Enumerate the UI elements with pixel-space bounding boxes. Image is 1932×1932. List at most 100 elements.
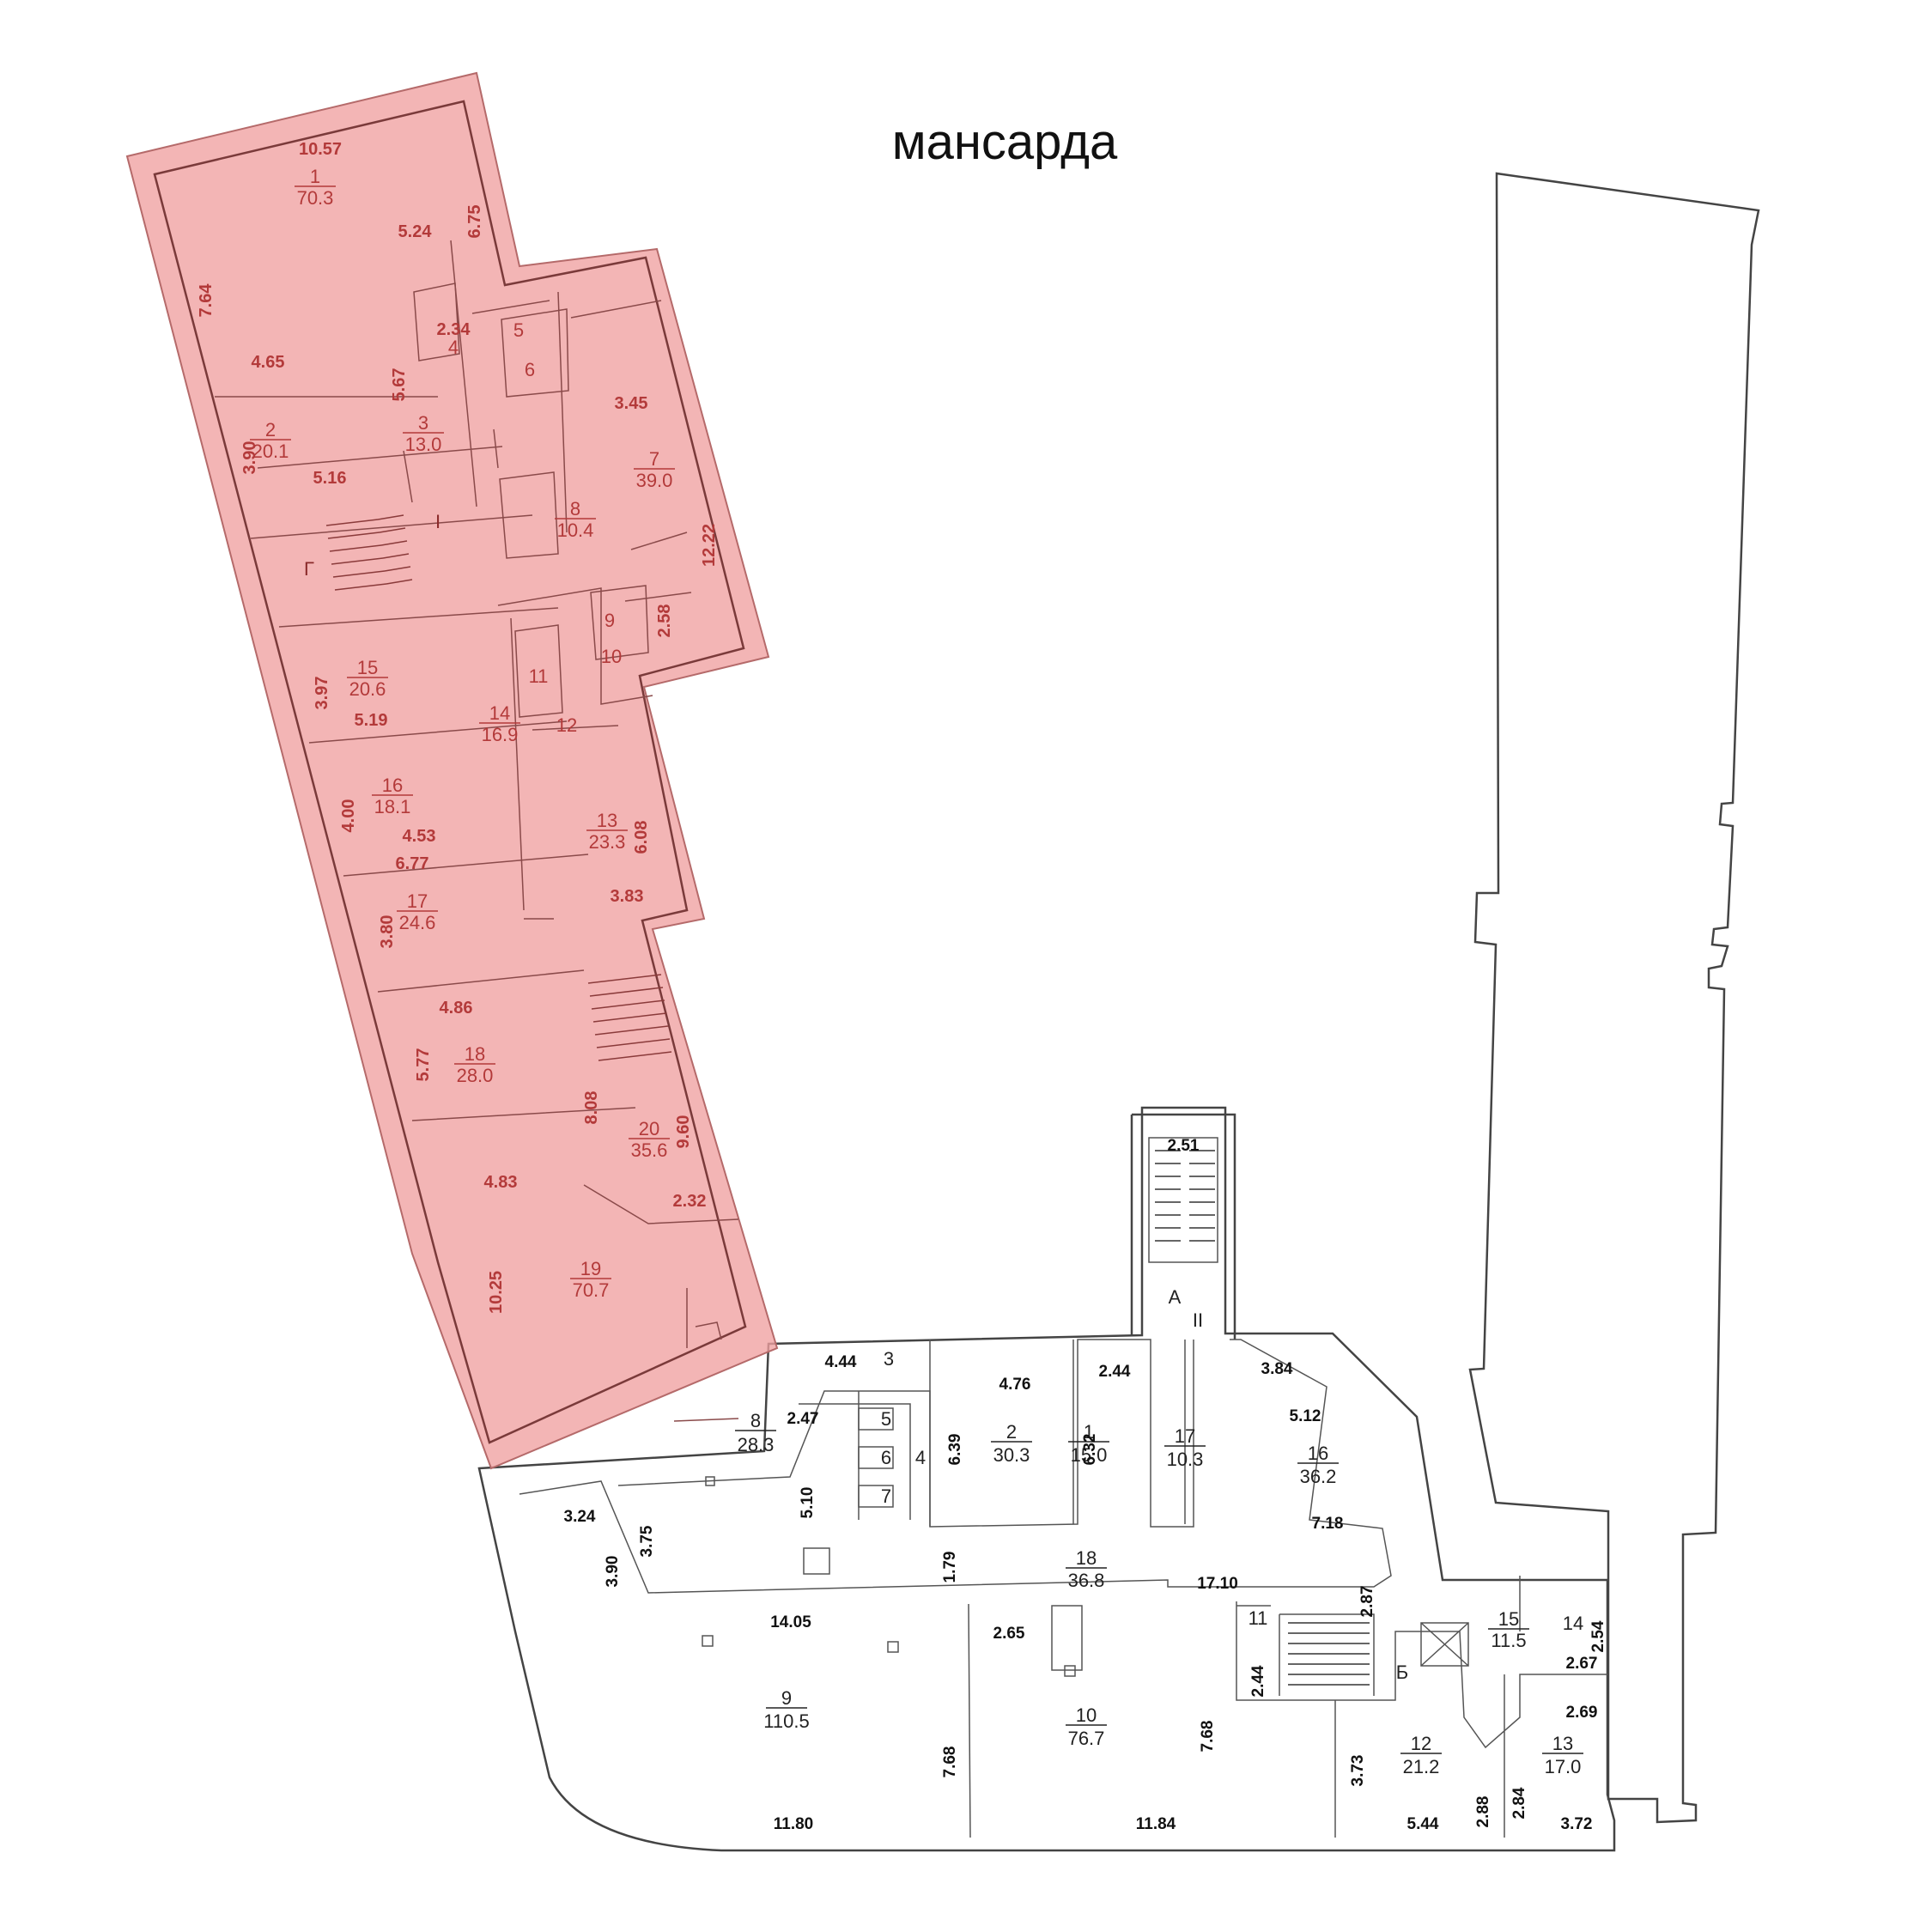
room-11-number: 11 <box>1249 1607 1268 1629</box>
mroom-8-area: 10.4 <box>557 519 594 541</box>
dim-label: 2.44 <box>1249 1665 1267 1697</box>
dim-label: 2.44 <box>1099 1363 1131 1381</box>
mroom-6-number: 6 <box>525 359 535 380</box>
mroom-14-area: 16.9 <box>482 724 519 745</box>
room-4-number: 4 <box>915 1447 926 1468</box>
mroom-4-number: 4 <box>448 337 459 358</box>
dim-label: 17.10 <box>1197 1575 1238 1593</box>
dim-label: 5.24 <box>398 222 433 241</box>
mroom-19-number: 19 <box>580 1258 601 1279</box>
dim-label: 10.25 <box>487 1271 506 1314</box>
dim-label: 2.88 <box>1474 1796 1492 1828</box>
dim-label: 4.83 <box>484 1173 518 1192</box>
mroom-17-area: 24.6 <box>399 912 436 933</box>
dim-label: 5.67 <box>390 368 409 402</box>
mroom-20-number: 20 <box>639 1118 659 1139</box>
room-9-area: 110.5 <box>763 1710 809 1732</box>
dim-label: 10.57 <box>299 140 342 159</box>
lower-floor: 1 15.0 2 30.3 3 4 5 6 7 8 28.3 9 110.5 1… <box>477 1106 1616 1852</box>
room-2-area: 30.3 <box>993 1444 1030 1466</box>
room-15-number: 15 <box>1498 1608 1519 1630</box>
dim-label: 1.79 <box>941 1552 959 1583</box>
dim-label: 6.39 <box>946 1434 964 1466</box>
mroom-15-area: 20.6 <box>349 678 386 700</box>
dim-label: 7.18 <box>1312 1515 1344 1533</box>
stair-a-label: А <box>1169 1286 1182 1308</box>
mroom-2-number: 2 <box>265 419 276 440</box>
room-6-number: 6 <box>881 1447 891 1468</box>
mroom-17-number: 17 <box>407 890 428 912</box>
lower-room-labels: 1 15.0 2 30.3 3 4 5 6 7 8 28.3 9 110.5 1… <box>735 1286 1583 1777</box>
dim-label: 2.58 <box>655 605 674 638</box>
dim-label: 3.24 <box>564 1508 596 1526</box>
dim-label: 3.45 <box>615 394 648 413</box>
dim-label: 2.32 <box>673 1192 707 1211</box>
mroom-3-number: 3 <box>418 412 428 434</box>
mansard-highlight <box>125 71 779 1470</box>
dim-label: 8.08 <box>582 1091 601 1125</box>
dim-label: 7.68 <box>941 1747 959 1778</box>
mroom-14-number: 14 <box>489 702 510 724</box>
dim-label: 3.90 <box>240 441 259 475</box>
dim-label: 4.00 <box>339 799 358 833</box>
mroom-1-area: 70.3 <box>297 187 334 209</box>
dim-label: 5.10 <box>799 1487 817 1519</box>
mroom-16-number: 16 <box>382 775 403 796</box>
dim-label: 4.65 <box>252 353 285 372</box>
dim-label: 12.22 <box>700 524 719 567</box>
adjacent-building-outline <box>1468 172 1760 1824</box>
mansard-stairs <box>325 514 672 1061</box>
dim-label: 11.80 <box>774 1815 814 1833</box>
floor-title: мансарда <box>892 114 1118 170</box>
room-12-area: 21.2 <box>1403 1756 1440 1777</box>
dim-label: 2.84 <box>1510 1787 1528 1819</box>
stair-i-label: I <box>435 511 440 532</box>
mansard-walls <box>153 100 747 1444</box>
dim-label: 2.69 <box>1566 1704 1598 1722</box>
dim-label: 2.54 <box>1589 1620 1607 1652</box>
mroom-11-number: 11 <box>529 665 549 687</box>
dim-label: 3.75 <box>638 1525 656 1557</box>
room-17-area: 10.3 <box>1167 1449 1204 1470</box>
dim-label: 7.68 <box>1199 1721 1217 1753</box>
dim-label: 5.12 <box>1290 1407 1321 1425</box>
mroom-19-area: 70.7 <box>573 1279 610 1301</box>
dim-label: 2.51 <box>1168 1137 1200 1155</box>
mroom-1-number: 1 <box>310 166 320 187</box>
dim-label: 3.80 <box>378 915 397 949</box>
dim-label: 3.72 <box>1561 1815 1593 1833</box>
dim-label: 3.97 <box>313 677 331 710</box>
mroom-16-area: 18.1 <box>374 796 411 817</box>
stair-g-label: Г <box>304 558 314 580</box>
mroom-15-number: 15 <box>357 657 378 678</box>
dim-label: 5.16 <box>313 469 347 488</box>
room-13-area: 17.0 <box>1545 1756 1582 1777</box>
room-1-area: 15.0 <box>1071 1444 1108 1466</box>
lower-walls <box>477 1106 1616 1852</box>
room-13-number: 13 <box>1552 1733 1573 1754</box>
dim-label: 4.53 <box>403 827 436 846</box>
mroom-10-number: 10 <box>601 646 622 667</box>
mroom-18-number: 18 <box>465 1043 485 1065</box>
mroom-13-number: 13 <box>597 810 617 831</box>
room-8-number: 8 <box>750 1410 761 1431</box>
mroom-2-area: 20.1 <box>252 440 289 462</box>
dim-label: 3.73 <box>1349 1755 1367 1787</box>
mroom-3-area: 13.0 <box>405 434 442 455</box>
lower-stairs <box>1155 1150 1370 1686</box>
room-16-number: 16 <box>1308 1443 1328 1464</box>
mansard-dimensions: 10.57 6.75 5.24 7.64 4.65 2.34 5.67 3.45… <box>197 140 719 1314</box>
mroom-18-area: 28.0 <box>457 1065 494 1086</box>
dim-label: 5.19 <box>355 711 388 730</box>
room-7-number: 7 <box>881 1485 891 1507</box>
dim-label: 5.44 <box>1407 1815 1439 1833</box>
dim-label: 6.77 <box>396 854 429 873</box>
room-15-area: 11.5 <box>1491 1630 1526 1651</box>
mroom-5-number: 5 <box>513 319 524 341</box>
room-10-area: 76.7 <box>1068 1728 1105 1749</box>
dim-label: 11.84 <box>1136 1815 1176 1833</box>
room-8-area: 28.3 <box>738 1434 775 1455</box>
mroom-13-area: 23.3 <box>589 831 626 853</box>
dim-label: 6.32 <box>1081 1434 1099 1466</box>
